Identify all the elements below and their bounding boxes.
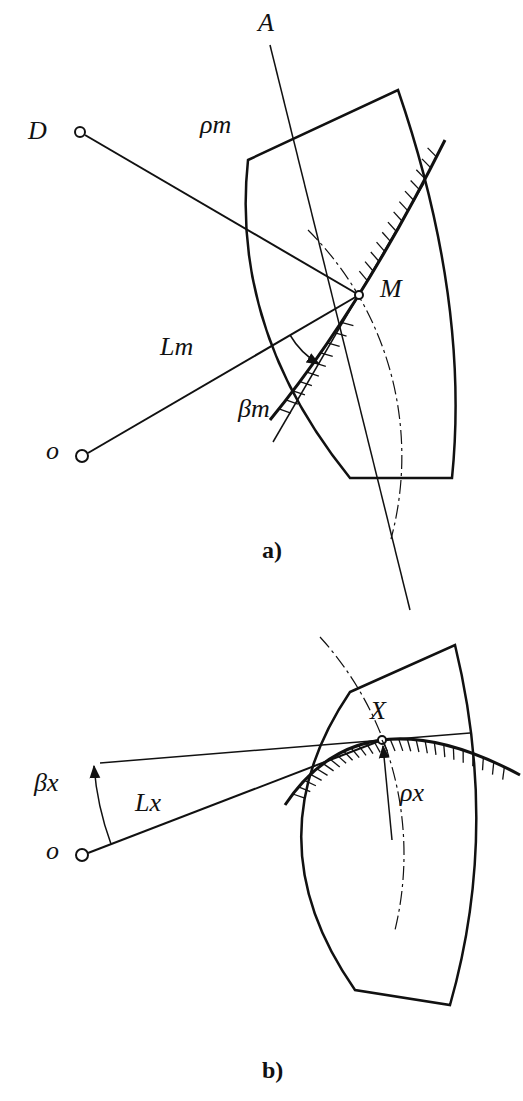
angle-arc [290, 335, 319, 364]
distance-label: Lm [160, 334, 193, 360]
hatch-mark [394, 212, 403, 221]
hatch-mark [503, 767, 505, 780]
distance-line [88, 740, 382, 853]
hatch-mark [390, 739, 395, 751]
tooth-outline [301, 645, 476, 1005]
center-d [75, 127, 85, 137]
hatch-mark [304, 780, 315, 785]
point-label: M [380, 276, 402, 302]
hatch-mark [371, 252, 379, 262]
pitch-arc [308, 230, 402, 539]
flank-curve [270, 140, 445, 420]
hatch-mark [444, 744, 445, 757]
hatch-mark [286, 400, 298, 404]
hatch-mark [323, 764, 333, 771]
hatch-mark [300, 382, 312, 386]
hatch-mark [453, 747, 455, 760]
hatch-mark [351, 748, 359, 758]
hatch-mark [314, 363, 326, 367]
hatch-mark [344, 751, 353, 760]
tangent-line [100, 733, 470, 763]
hatch-mark [388, 222, 396, 231]
hatch-mark [337, 755, 346, 763]
angle-arc [94, 766, 111, 844]
hatch-mark [399, 202, 408, 211]
hatch-mark [472, 754, 474, 767]
hatch-mark [416, 170, 425, 179]
hatch-mark [422, 159, 431, 168]
hatch-mark [434, 742, 436, 755]
hatch-mark [482, 758, 484, 771]
center-o [76, 849, 88, 861]
flank-curve [285, 739, 520, 805]
hatch-mark [377, 242, 385, 251]
figure-caption: a) [262, 538, 282, 562]
hatch-mark [425, 741, 427, 753]
radius-line [383, 746, 392, 840]
point-label: D [28, 118, 47, 144]
hatch-mark [382, 740, 387, 751]
center-o [76, 450, 88, 462]
hatch-mark [310, 774, 321, 780]
hatch-mark [399, 739, 403, 751]
point-label: o [46, 438, 59, 464]
hatch-mark [359, 271, 367, 281]
hatch-mark [411, 180, 420, 189]
hatch-mark [358, 745, 366, 755]
hatch-mark [307, 372, 319, 376]
hatch-mark [365, 262, 373, 272]
line-label: A [258, 10, 274, 36]
angle-label: βx [34, 770, 59, 796]
point-m [355, 291, 363, 299]
hatch-mark [382, 232, 390, 241]
hatch-mark [341, 322, 353, 325]
figure-caption: b) [262, 1058, 283, 1082]
hatch-mark [416, 740, 419, 752]
hatch-mark [366, 743, 373, 754]
hatching [279, 148, 504, 798]
hatch-mark [321, 353, 333, 357]
hatch-mark [330, 759, 340, 767]
hatch-mark [428, 148, 437, 157]
hatch-mark [293, 794, 305, 798]
point-label: X [370, 698, 386, 724]
hatch-mark [374, 741, 380, 752]
hatch-mark [492, 762, 493, 775]
radius-line [85, 135, 359, 295]
hatch-mark [279, 409, 291, 413]
point-label: o [46, 838, 59, 864]
hatch-mark [334, 333, 346, 336]
radius-label: ρm [200, 112, 231, 138]
distance-label: Lx [135, 790, 161, 816]
hatch-mark [327, 343, 339, 346]
hatch-mark [299, 787, 311, 792]
hatch-mark [293, 391, 305, 395]
distance-line [88, 295, 359, 453]
radius-label: ρx [400, 780, 424, 806]
tooth-outline [246, 90, 456, 478]
hatch-mark [405, 191, 414, 200]
hatch-mark [407, 739, 410, 751]
angle-label: βm [238, 396, 270, 422]
pitch-arc [320, 637, 404, 930]
hatch-mark [317, 769, 328, 776]
hatch-mark [463, 750, 464, 763]
